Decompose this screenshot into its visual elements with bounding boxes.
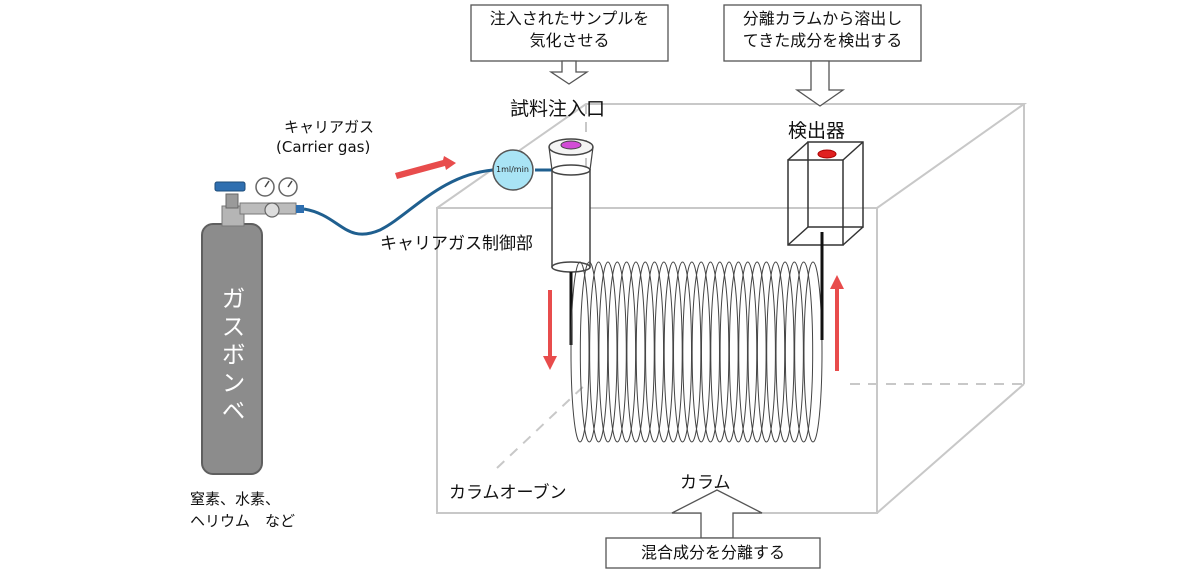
callout-column-text: 混合成分を分離する — [640, 543, 785, 562]
carrier-controller-label: キャリアガス制御部 — [380, 234, 533, 254]
column-coil-icon — [570, 261, 823, 443]
column-coil-loop — [775, 261, 795, 443]
column-label: カラム — [680, 473, 731, 493]
column-coil-loop — [663, 261, 683, 443]
pressure-gauge-icon — [239, 177, 304, 218]
callout-detector-line1: 分離カラムから溶出し — [742, 9, 903, 28]
column-coil-loop — [691, 261, 711, 443]
callout-injector-line2: 気化させる — [529, 31, 610, 50]
callout-injector-text: 注入されたサンプルを 気化させる — [471, 8, 668, 52]
callout-detector-text: 分離カラムから溶出し てきた成分を検出する — [724, 8, 921, 52]
carrier-gas-tube — [303, 168, 494, 236]
column-coil-loop — [635, 261, 655, 443]
flow-rate-label: 1ml/min — [496, 165, 529, 174]
column-coil-loop — [579, 261, 599, 443]
column-coil-loop — [654, 261, 674, 443]
detector-box-icon — [787, 141, 864, 246]
gas-cylinder-icon — [201, 193, 263, 475]
column-coil-loop — [570, 261, 590, 443]
column-coil-loop — [700, 261, 720, 443]
column-coil-loop — [673, 261, 693, 443]
column-coil-loop — [784, 261, 804, 443]
callout-detector-line2: てきた成分を検出する — [742, 31, 903, 50]
flow-arrow-icon — [395, 156, 844, 371]
gas-cylinder-label: ガスボンベ — [217, 286, 245, 426]
gas-types-line1: 窒素、水素、 — [190, 490, 281, 508]
callout-injector — [470, 4, 669, 85]
column-coil-loop — [645, 261, 665, 443]
column-coil-loop — [766, 261, 786, 443]
column-coil-loop — [626, 261, 646, 443]
gas-types-line2: ヘリウム など — [190, 512, 296, 530]
detector-label: 検出器 — [788, 120, 846, 142]
column-coil-loop — [803, 261, 823, 443]
carrier-gas-label-en: (Carrier gas) — [276, 138, 371, 156]
injector-port-icon — [548, 138, 594, 345]
callout-injector-line1: 注入されたサンプルを — [489, 9, 650, 28]
callout-column — [605, 489, 821, 569]
column-coil-loop — [738, 261, 758, 443]
column-coil-loop — [747, 261, 767, 443]
column-coil-loop — [710, 261, 730, 443]
column-oven-label: カラムオーブン — [449, 483, 567, 503]
column-coil-loop — [756, 261, 776, 443]
column-coil-loop — [719, 261, 739, 443]
column-coil-loop — [589, 261, 609, 443]
column-oven-box — [436, 103, 1028, 514]
column-coil-loop — [598, 261, 618, 443]
carrier-gas-label-jp: キャリアガス — [284, 118, 375, 136]
callout-detector — [723, 4, 922, 107]
column-coil-loop — [728, 261, 748, 443]
injector-label: 試料注入口 — [510, 98, 606, 120]
flow-meter-icon — [492, 149, 534, 191]
column-coil-loop — [617, 261, 637, 443]
column-coil-loop — [682, 261, 702, 443]
column-coil-loop — [607, 261, 627, 443]
column-coil-loop — [794, 261, 814, 443]
valve-handle-icon — [214, 181, 246, 192]
